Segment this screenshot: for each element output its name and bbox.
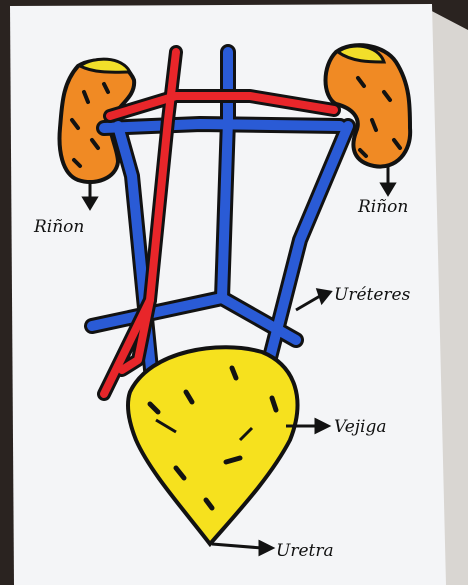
label-urethra: Uretra <box>276 541 334 561</box>
label-kidney-left: Riñon <box>33 217 84 237</box>
label-bladder: Vejiga <box>334 417 387 437</box>
label-ureters: Uréteres <box>334 285 411 305</box>
label-kidney-right: Riñon <box>357 197 408 217</box>
